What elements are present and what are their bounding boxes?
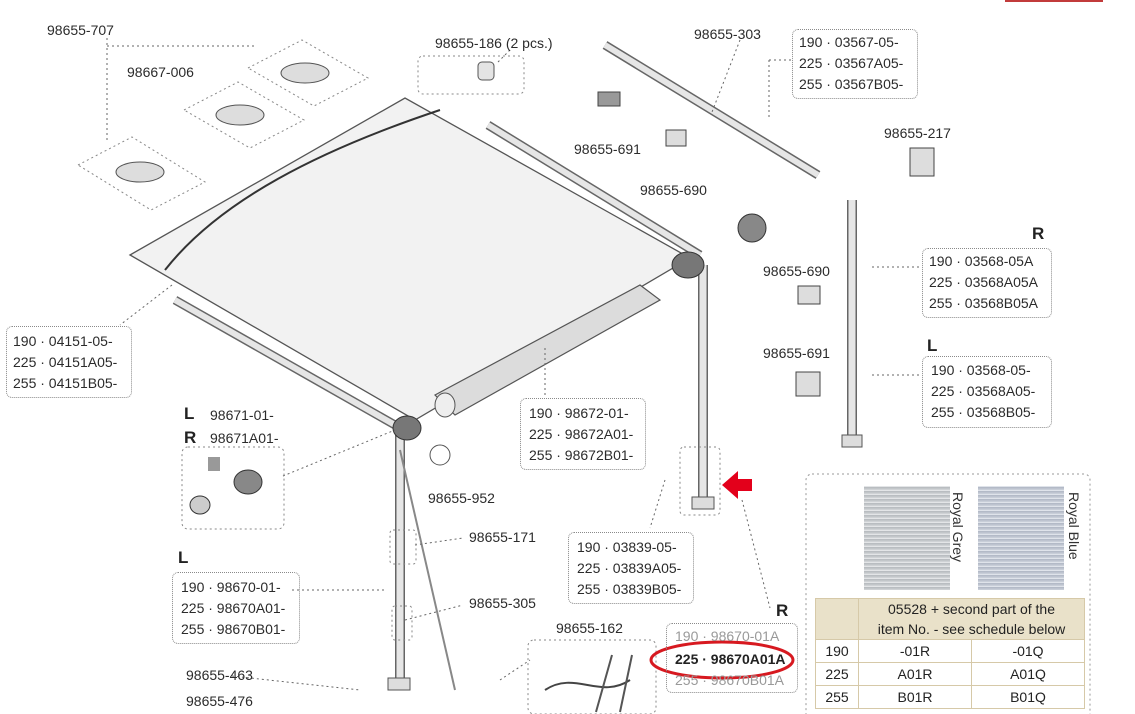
- side-mark-l-upper: L: [927, 336, 938, 355]
- schedule-header: 05528 + second part of the item No. - se…: [858, 598, 1085, 640]
- swatch-label-blue: Royal Blue: [1066, 492, 1082, 560]
- box-98670-r: 190 · 98670-01A 225 · 98670A01A 255 · 98…: [666, 623, 798, 693]
- label-98655-303: 98655-303: [694, 26, 761, 42]
- fabric-schedule-table: 05528 + second part of the item No. - se…: [815, 598, 1085, 709]
- highlight-ellipse: [649, 640, 795, 680]
- box-03567: 190 · 03567-05- 225 · 03567A05- 255 · 03…: [792, 29, 918, 99]
- swatch-royal-grey: [864, 486, 950, 590]
- label-98655-691-top: 98655-691: [574, 141, 641, 157]
- leader-lines: [106, 38, 920, 691]
- right-corner-joint: [671, 251, 705, 279]
- label-98655-690-right: 98655-690: [763, 263, 830, 279]
- side-mark-l-98670: L: [178, 548, 189, 567]
- swatch-royal-blue: [978, 486, 1064, 590]
- side-mark-r-upper: R: [1032, 224, 1045, 243]
- fabric-roll-edge: [164, 109, 441, 271]
- label-98671A01: 98671A01-: [210, 430, 279, 446]
- label-98655-707: 98655-707: [47, 22, 114, 38]
- table-row: 190 -01R -01Q: [815, 639, 1085, 663]
- label-98655-162: 98655-162: [556, 620, 623, 636]
- left-corner-joint: [392, 415, 422, 441]
- tension-rod: [399, 449, 456, 691]
- side-mark-r-98671: R: [184, 428, 197, 447]
- label-98655-476: 98655-476: [186, 693, 253, 709]
- box-03568-r: 190 · 03568-05A 225 · 03568A05A 255 · 03…: [922, 248, 1052, 318]
- label-98655-690-top: 98655-690: [640, 182, 707, 198]
- label-98655-217: 98655-217: [884, 125, 951, 141]
- red-arrow-indicator: [722, 471, 752, 499]
- table-row: 255 B01R B01Q: [815, 685, 1085, 709]
- label-98655-691-right: 98655-691: [763, 345, 830, 361]
- label-98655-952: 98655-952: [428, 490, 495, 506]
- joint-part: [737, 213, 767, 243]
- box-03568-l: 190 · 03568-05- 225 · 03568A05- 255 · 03…: [922, 356, 1052, 428]
- label-98655-171: 98655-171: [469, 529, 536, 545]
- box-04151: 190 · 04151-05- 225 · 04151A05- 255 · 04…: [6, 326, 132, 398]
- side-mark-r-98670: R: [776, 601, 789, 620]
- table-row: 225 A01R A01Q: [815, 662, 1085, 686]
- label-98671-01: 98671-01-: [210, 407, 274, 423]
- box-03839: 190 · 03839-05- 225 · 03839A05- 255 · 03…: [568, 532, 694, 604]
- label-98655-186: 98655-186 (2 pcs.): [435, 35, 553, 51]
- parts-006-box: [182, 81, 306, 149]
- parts-707-box: [246, 39, 370, 107]
- label-98667-006: 98667-006: [127, 64, 194, 80]
- label-98655-305: 98655-305: [469, 595, 536, 611]
- box-98670-l: 190 · 98670-01- 225 · 98670A01- 255 · 98…: [172, 572, 300, 644]
- parts-plate-box: [76, 136, 207, 211]
- label-98655-463: 98655-463: [186, 667, 253, 683]
- side-mark-l-98671: L: [184, 404, 195, 423]
- box-98672: 190 · 98672-01- 225 · 98672A01- 255 · 98…: [520, 398, 646, 470]
- swatch-label-grey: Royal Grey: [950, 492, 966, 563]
- tube-end: [434, 392, 456, 418]
